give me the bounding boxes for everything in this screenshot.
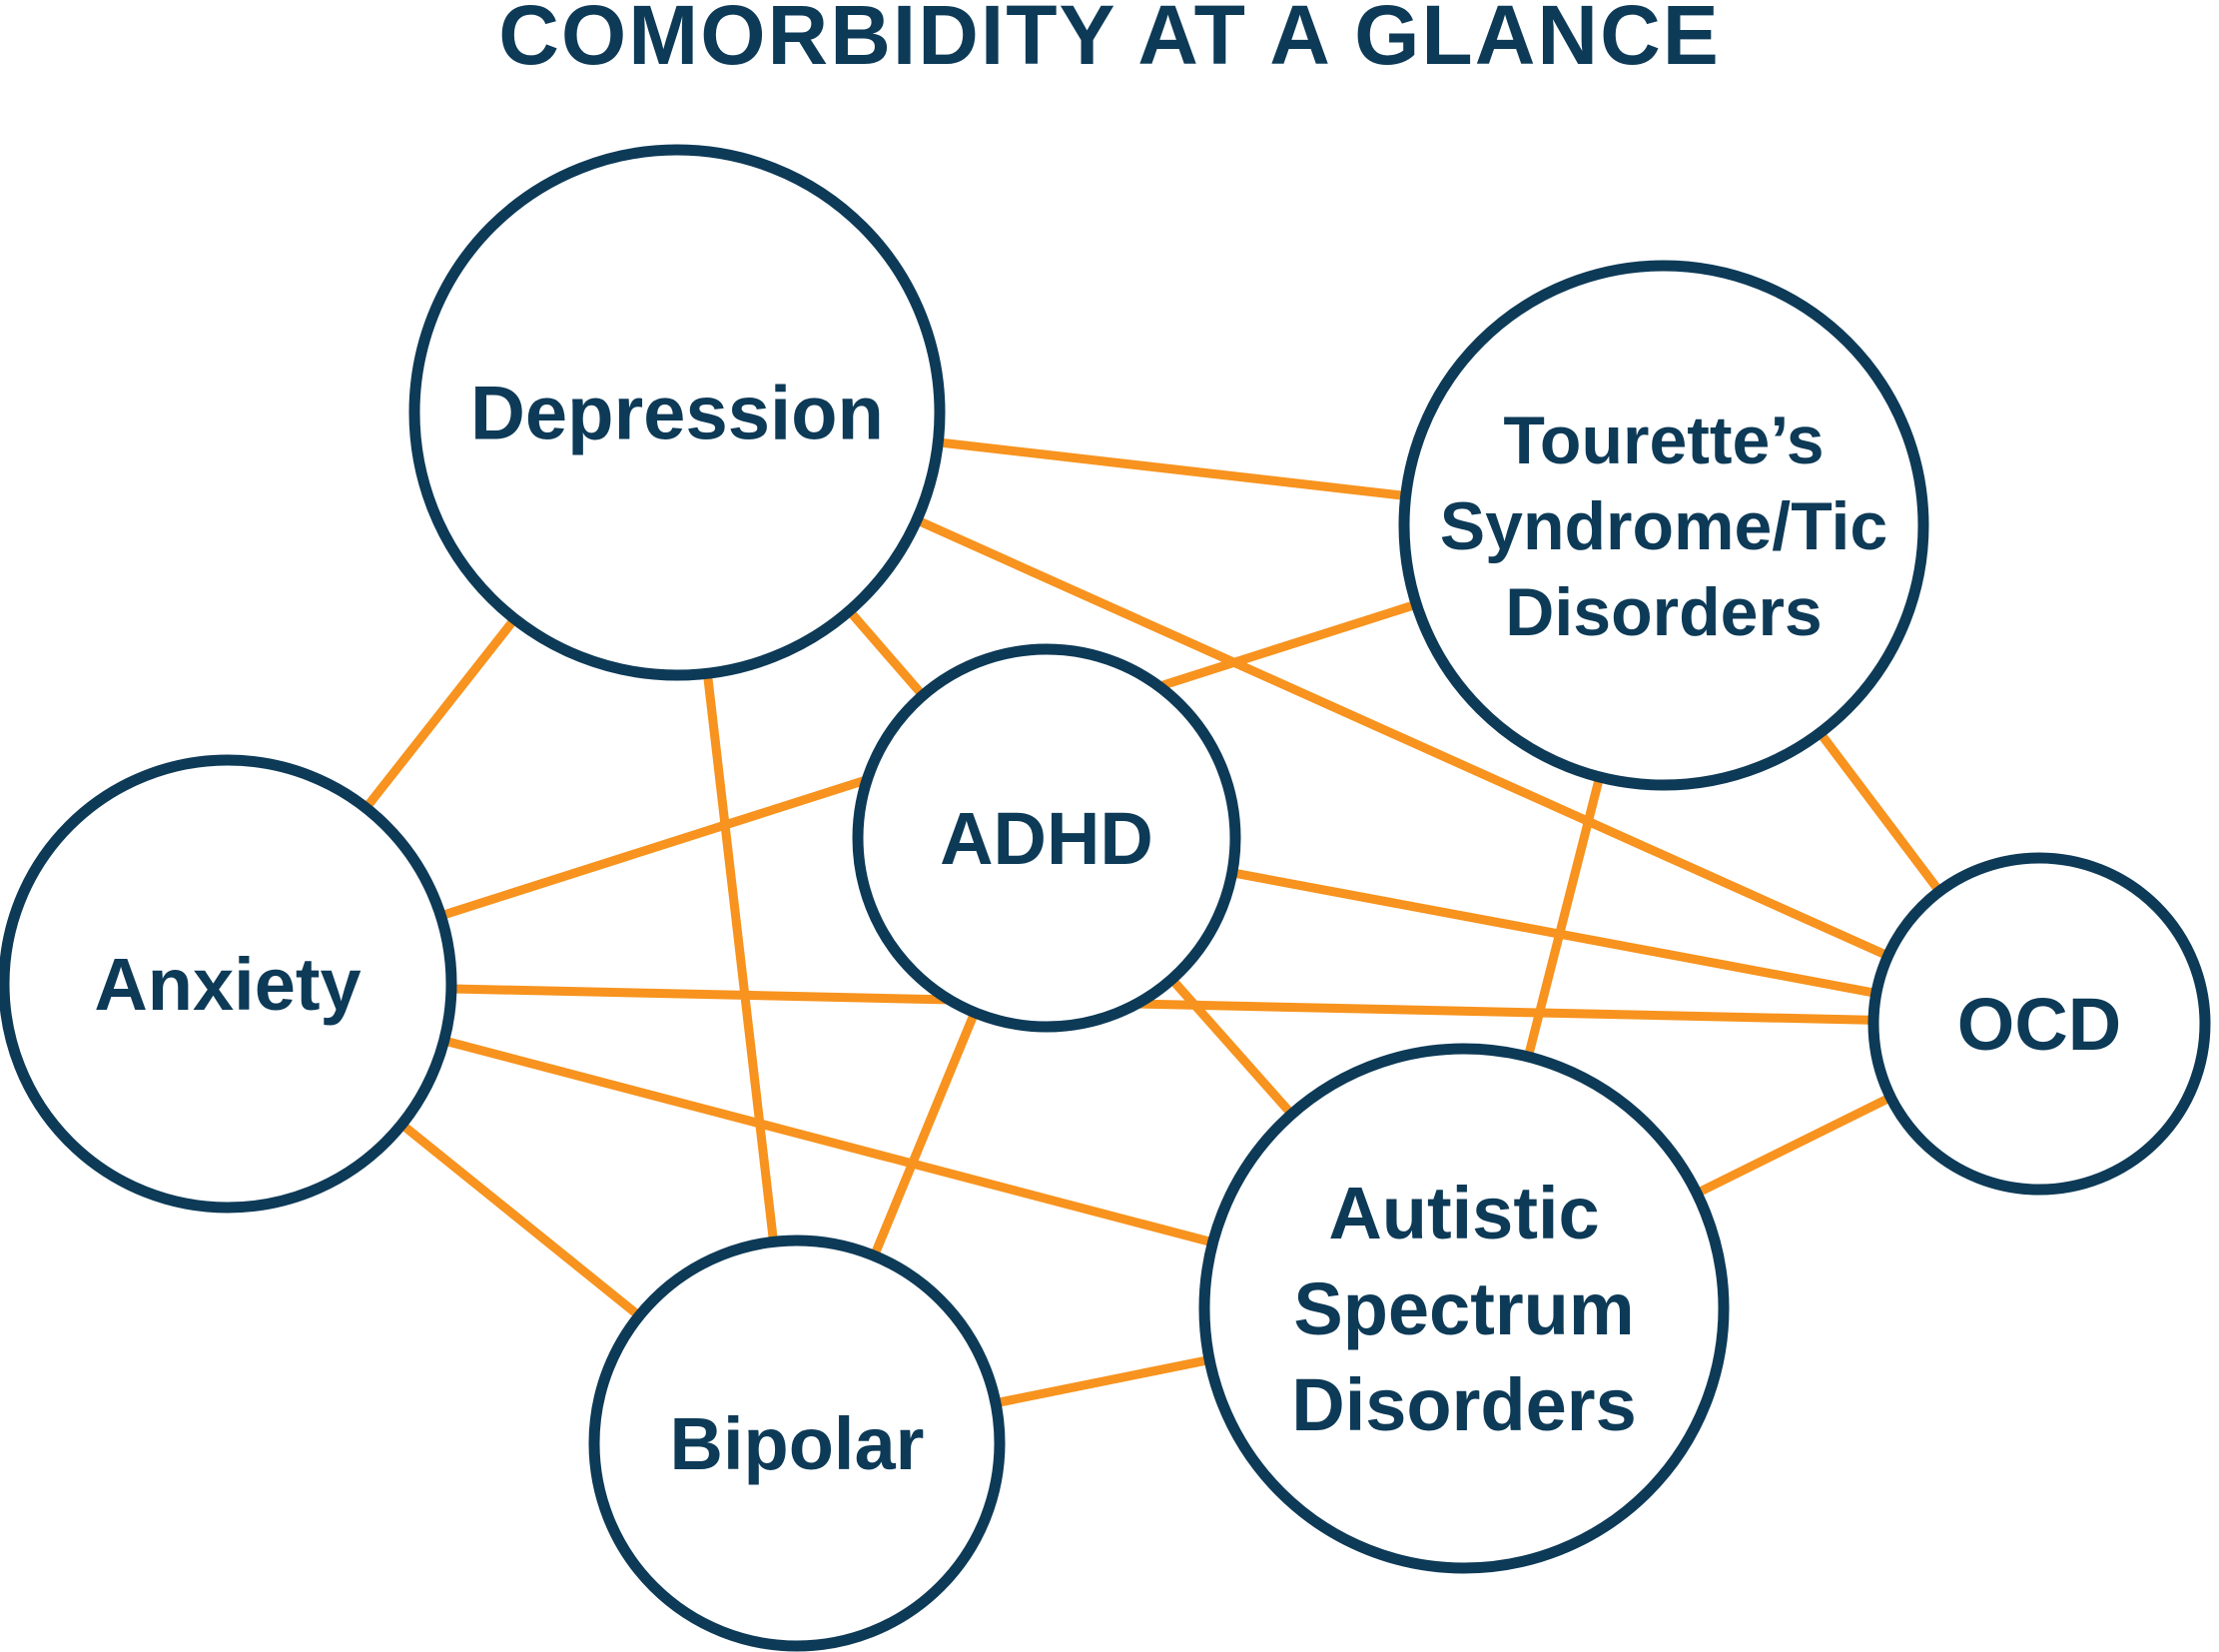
node-label-depression-0: Depression [470,372,884,456]
node-circle-tourettes [1398,260,1929,791]
node-circle-ocd [1867,852,2211,1196]
node-circle-bipolar [588,1235,1006,1652]
node-anxiety: Anxiety [0,754,457,1214]
node-circle-anxiety [0,754,457,1214]
node-label-bipolar-0: Bipolar [670,1402,925,1485]
node-label-tourettes-0: Tourette’s [1503,403,1824,478]
node-ocd: OCD [1867,852,2211,1196]
node-label-autistic-0: Autistic [1328,1172,1599,1254]
node-adhd: ADHD [852,643,1241,1033]
node-label-autistic-1: Spectrum [1293,1267,1634,1350]
node-label-autistic-2: Disorders [1291,1363,1636,1446]
node-depression: Depression [408,144,946,681]
node-label-adhd-0: ADHD [940,797,1153,880]
node-bipolar: Bipolar [588,1235,1006,1652]
node-label-ocd-0: OCD [1957,983,2121,1066]
node-circle-adhd [852,643,1241,1033]
node-circle-depression [408,144,946,681]
diagram-title: COMORBIDITY AT A GLANCE [498,0,1721,82]
node-label-anxiety-0: Anxiety [94,943,361,1026]
nodes-layer: Depression Tourette’sSyndrome/TicDisorder… [0,144,2211,1652]
node-circle-autistic [1198,1043,1730,1574]
node-label-tourettes-2: Disorders [1505,574,1822,650]
node-label-tourettes-1: Syndrome/Tic [1440,488,1887,564]
